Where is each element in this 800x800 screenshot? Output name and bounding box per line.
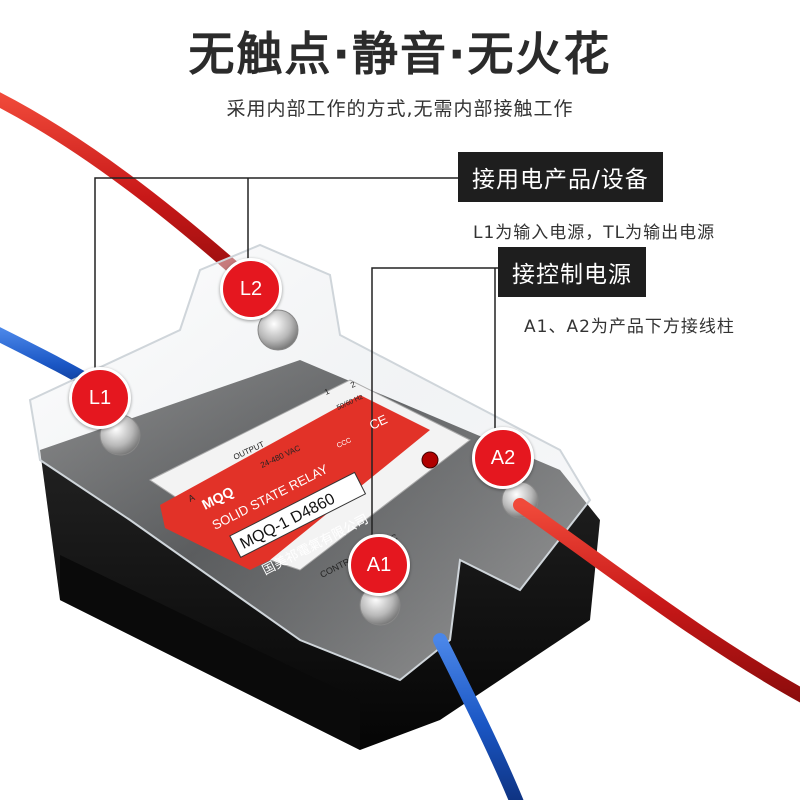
page-subtitle: 采用内部工作的方式,无需内部接触工作 [226, 98, 574, 120]
page-title: 无触点·静音·无火花 [188, 27, 612, 81]
callout-lines [94, 177, 500, 560]
relay-ce-mark: CE [367, 411, 390, 432]
pin-l1-badge: L1 [69, 367, 131, 429]
blue-wire-bottom [433, 633, 524, 800]
control-callout-note: A1、A2为产品下方接线柱 [524, 317, 735, 337]
relay-terminal-2: 2 [349, 380, 357, 390]
relay-current: A [187, 492, 197, 504]
pin-a2-badge: A2 [472, 427, 534, 489]
load-callout-label: 接用电产品/设备 [458, 152, 663, 202]
screw-l2 [257, 309, 299, 351]
pin-l2-badge: L2 [220, 258, 282, 320]
relay-terminal-1: 1 [323, 387, 331, 397]
pin-a1-badge: A1 [348, 534, 410, 596]
load-callout-note: L1为输入电源，TL为输出电源 [473, 223, 716, 243]
control-callout-label: 接控制电源 [498, 247, 646, 297]
status-led [421, 451, 439, 469]
red-wire-right [513, 498, 800, 703]
